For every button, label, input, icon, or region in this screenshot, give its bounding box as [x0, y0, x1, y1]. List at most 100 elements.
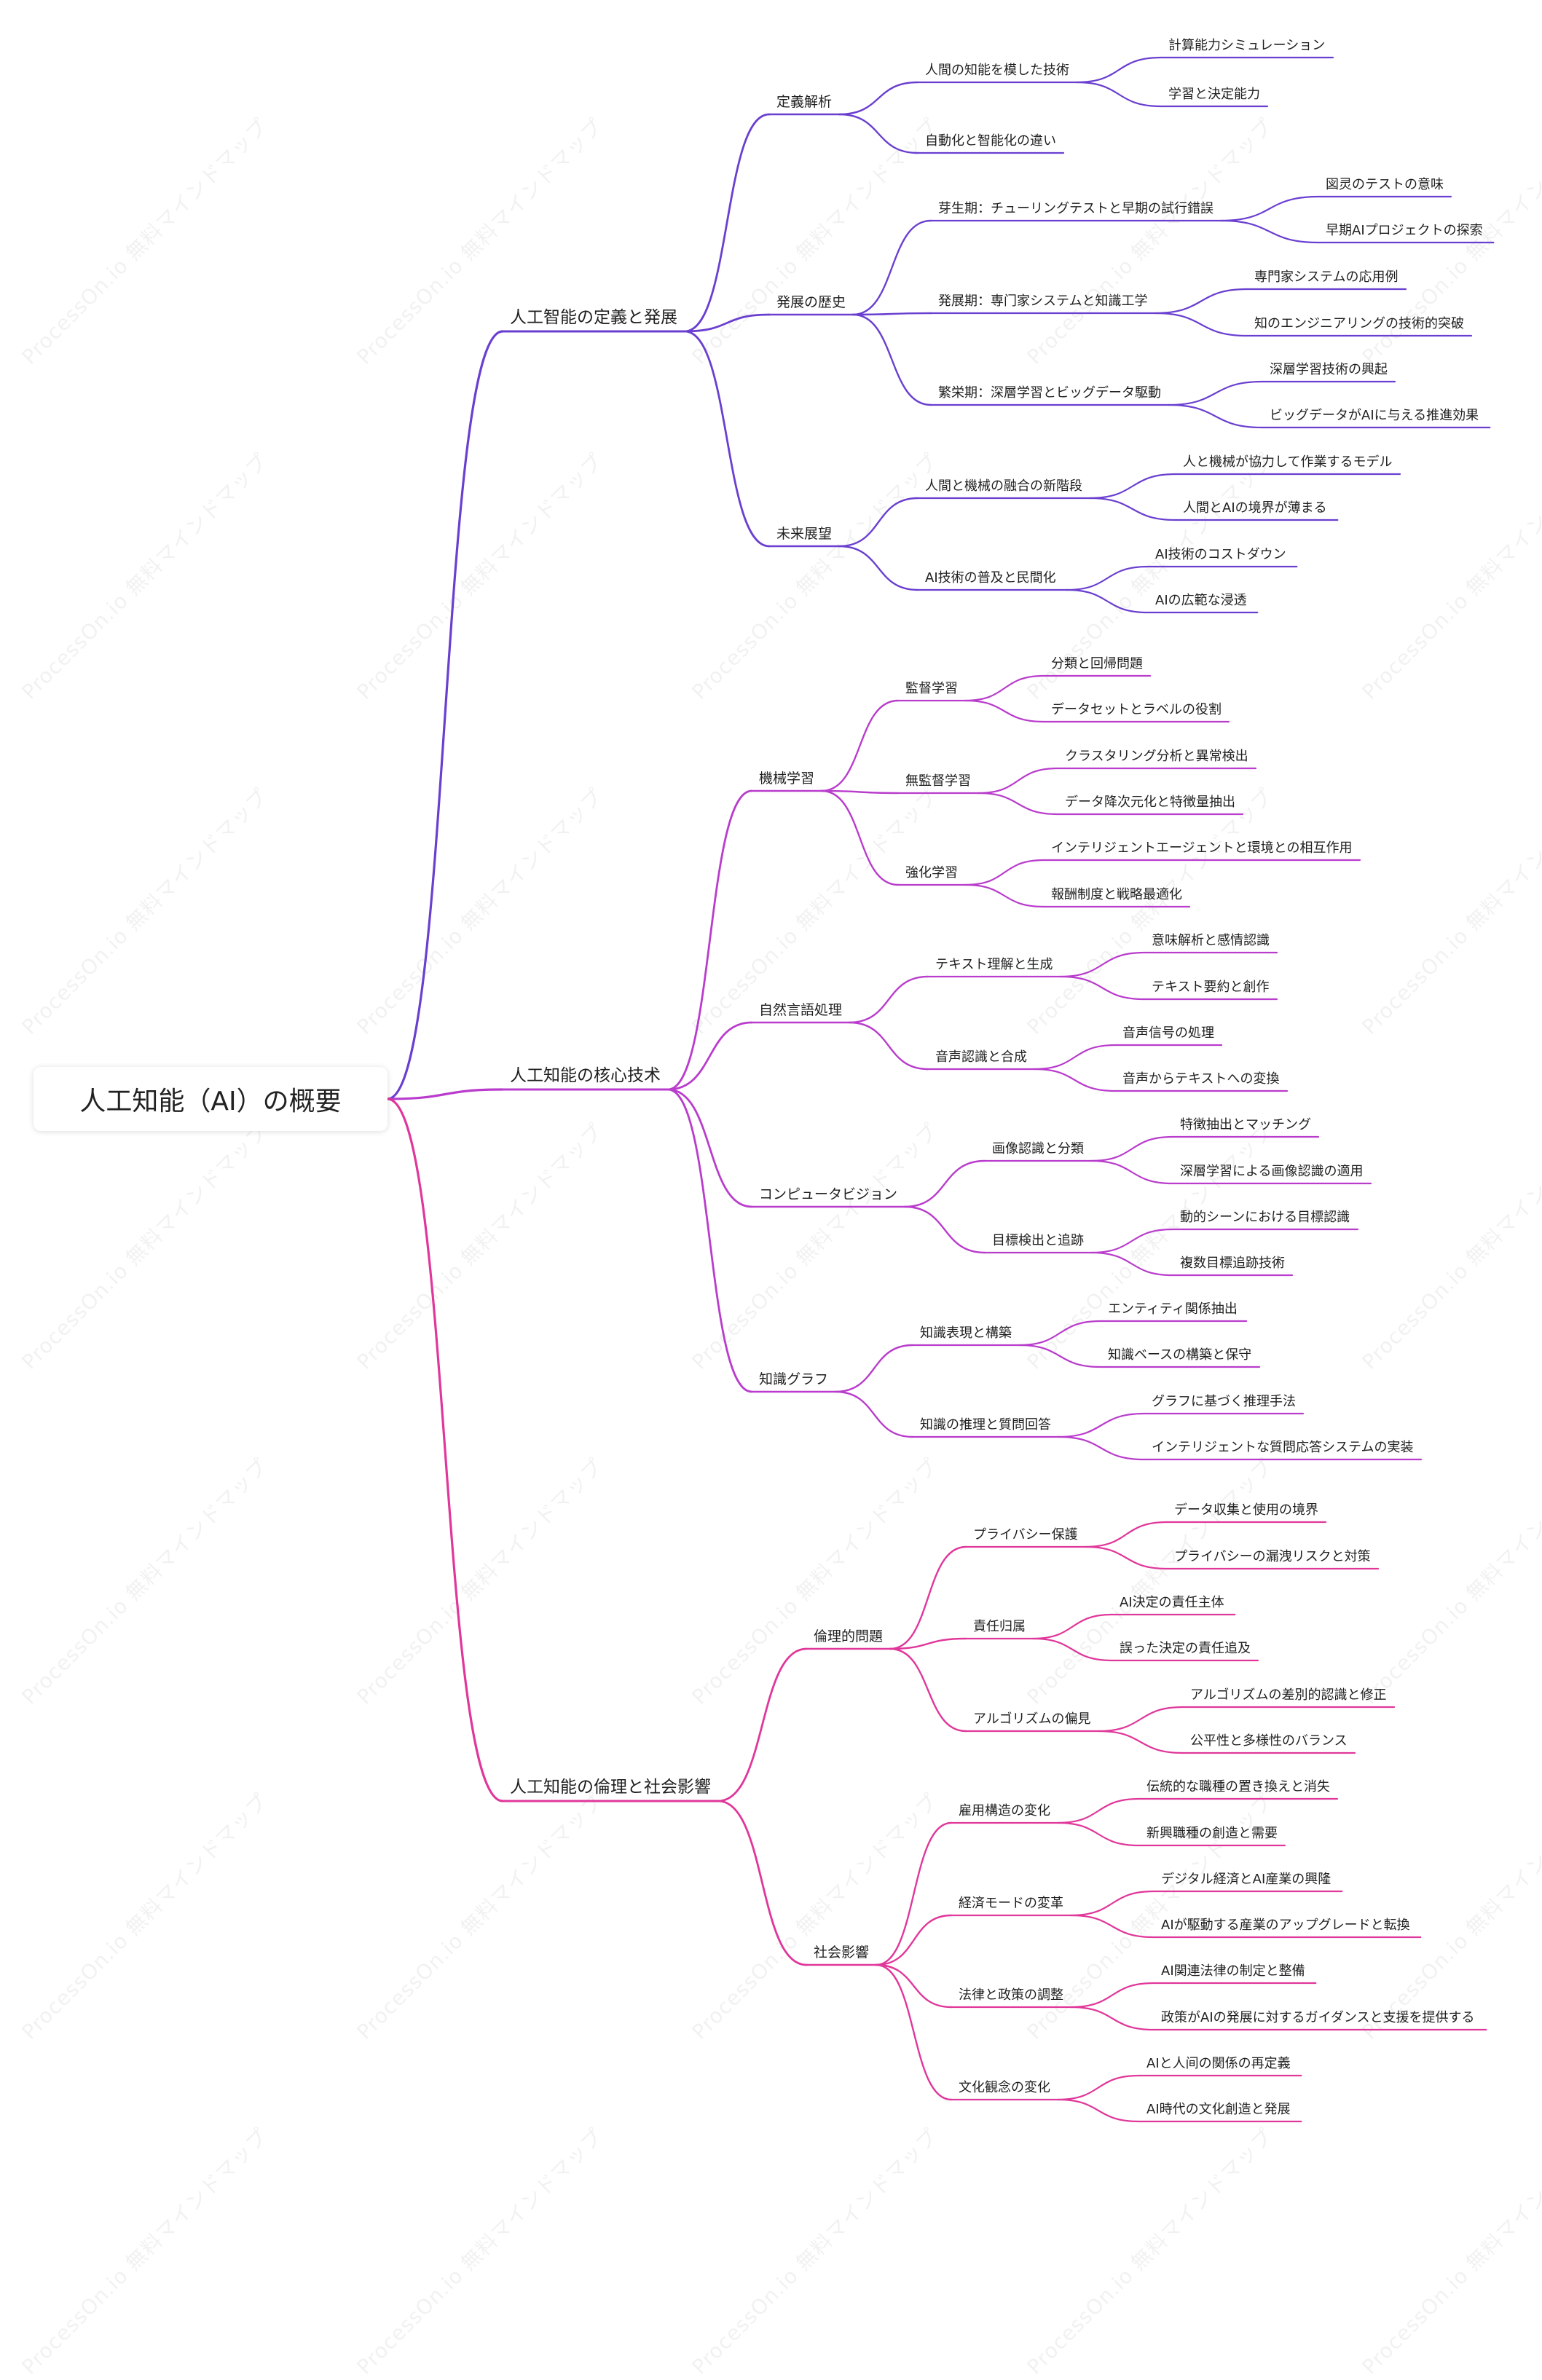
detail-node[interactable]: プライバシー保護: [973, 1527, 1078, 1542]
leaf-node[interactable]: クラスタリング分析と異常検出: [1065, 749, 1248, 764]
connector-root-topic: [386, 1088, 504, 1100]
leaf-node[interactable]: 伝統的な職種の置き換えと消失: [1146, 1779, 1330, 1794]
detail-node[interactable]: 監督学習: [905, 681, 958, 696]
leaf-node[interactable]: 特徴抽出とマッチング: [1180, 1117, 1311, 1132]
detail-node[interactable]: 経済モードの変革: [959, 1896, 1063, 1911]
connector-detail-leaf: [1066, 588, 1149, 614]
detail-node[interactable]: 発展期：専门家システムと知識工学: [938, 293, 1148, 309]
leaf-node[interactable]: 分類と回帰問題: [1051, 656, 1143, 671]
connector-detail-leaf: [1154, 312, 1248, 337]
connector-topic-subtopic: [717, 1647, 808, 1802]
leaf-node[interactable]: 複数目標追跡技術: [1180, 1256, 1285, 1271]
node-layer: 人工知能（AI）の概要 人工智能の定義と発展 定義解析 人間の知能を模した技術 計算能…: [34, 38, 1483, 2117]
detail-node[interactable]: 文化観念の変化: [959, 2080, 1050, 2095]
connector-subtopic-detail: [875, 1963, 953, 2009]
leaf-node[interactable]: AI関連法律の制定と整備: [1161, 1963, 1305, 1979]
leaf-node[interactable]: プライバシーの漏洩リスクと対策: [1174, 1549, 1371, 1564]
subtopic-node[interactable]: コンピュータビジョン: [759, 1186, 898, 1202]
detail-node[interactable]: 人間と機械の融合の新階段: [925, 478, 1082, 494]
leaf-node[interactable]: AI決定の責任主体: [1120, 1595, 1224, 1610]
leaf-node[interactable]: データ収集と使用の境界: [1174, 1502, 1318, 1518]
leaf-node[interactable]: エンティティ関係抽出: [1108, 1301, 1238, 1317]
leaf-node[interactable]: AIが駆動する産業のアップグレードと転換: [1161, 1918, 1410, 1933]
detail-node[interactable]: 芽生期：チューリングテストと早期の試行錯誤: [938, 201, 1213, 216]
leaf-node[interactable]: AI技術のコストダウン: [1155, 547, 1286, 562]
leaf-node[interactable]: デジタル経済とAI産業の興隆: [1161, 1872, 1331, 1887]
leaf-node[interactable]: 動的シーンにおける目標認識: [1180, 1210, 1350, 1225]
leaf-node[interactable]: インテリジェントエージェントと環境との相互作用: [1051, 840, 1353, 856]
leaf-node[interactable]: アルゴリズムの差別的認識と修正: [1190, 1687, 1387, 1703]
detail-node[interactable]: 法律と政策の調整: [959, 1987, 1063, 2003]
leaf-node[interactable]: テキスト要約と創作: [1152, 980, 1270, 995]
leaf-node[interactable]: 音声信号の処理: [1122, 1025, 1214, 1041]
subtopic-node[interactable]: 定義解析: [776, 94, 833, 110]
leaf-node[interactable]: データセットとラベルの役割: [1051, 702, 1222, 717]
subtopic-node[interactable]: 発展の歴史: [776, 294, 846, 310]
connector-detail-leaf: [1056, 1797, 1141, 1824]
leaf-node[interactable]: AIの広範な浸透: [1155, 593, 1247, 608]
leaf-node[interactable]: AI時代の文化創造と発展: [1146, 2102, 1291, 2117]
detail-node[interactable]: 目標検出と追跡: [992, 1233, 1084, 1248]
connector-detail-leaf: [1057, 1435, 1146, 1461]
detail-node[interactable]: 自動化と智能化の違い: [925, 133, 1056, 149]
leaf-node[interactable]: インテリジェントな質問応答システムの実装: [1152, 1440, 1414, 1455]
leaf-node[interactable]: ビッグデータがAIに与える推進効果: [1270, 408, 1479, 423]
connector-detail-leaf: [1031, 1613, 1114, 1640]
connector-topic-subtopic: [683, 113, 771, 333]
leaf-node[interactable]: 深層学習技術の興起: [1270, 362, 1388, 377]
leaf-node[interactable]: 新興職種の創造と需要: [1146, 1826, 1278, 1841]
leaf-node[interactable]: 計算能力シミュレーション: [1168, 38, 1326, 53]
subtopic-node[interactable]: 機械学習: [759, 771, 815, 787]
leaf-node[interactable]: 知識ベースの構築と保守: [1108, 1347, 1252, 1363]
detail-node[interactable]: テキスト理解と生成: [935, 957, 1053, 972]
connector-subtopic-detail: [875, 1963, 953, 2101]
connector-detail-leaf: [964, 859, 1045, 886]
connector-subtopic-detail: [851, 313, 932, 406]
subtopic-node[interactable]: 自然言語処理: [759, 1002, 843, 1018]
detail-node[interactable]: 強化学習: [905, 865, 958, 880]
connector-detail-leaf: [1033, 1068, 1117, 1092]
connector-detail-leaf: [1097, 1730, 1184, 1754]
leaf-node[interactable]: グラフに基づく推理手法: [1152, 1394, 1296, 1409]
detail-node[interactable]: 人間の知能を模した技術: [925, 63, 1069, 78]
topic-node[interactable]: 人工智能の定義と発展: [510, 308, 677, 327]
detail-node[interactable]: 画像認識と分類: [992, 1141, 1084, 1156]
leaf-node[interactable]: 専門家システムの応用例: [1254, 269, 1399, 285]
detail-node[interactable]: 責任归属: [973, 1619, 1026, 1634]
subtopic-node[interactable]: 未来展望: [776, 526, 833, 542]
leaf-node[interactable]: 意味解析と感情認識: [1152, 933, 1270, 948]
leaf-node[interactable]: 人と機械が協力して作業するモデル: [1183, 454, 1393, 470]
subtopic-node[interactable]: 知識グラフ: [759, 1371, 829, 1387]
subtopic-node[interactable]: 倫理的問題: [814, 1628, 884, 1644]
leaf-node[interactable]: 深層学習による画像認識の適用: [1180, 1164, 1364, 1179]
leaf-node[interactable]: 音声からテキストへの変換: [1122, 1071, 1280, 1087]
leaf-node[interactable]: 誤った決定の責任追及: [1120, 1641, 1251, 1656]
leaf-node[interactable]: 学習と決定能力: [1168, 87, 1260, 102]
leaf-node[interactable]: 報酬制度と戦略最適化: [1051, 887, 1182, 902]
detail-node[interactable]: 無監督学習: [905, 773, 971, 789]
detail-node[interactable]: 雇用構造の変化: [959, 1803, 1050, 1819]
connector-topic-subtopic: [666, 1021, 753, 1091]
leaf-node[interactable]: 早期AIプロジェクトの探索: [1326, 223, 1483, 238]
leaf-node[interactable]: データ降次元化と特徴量抽出: [1065, 795, 1235, 810]
detail-node[interactable]: 知識の推理と質問回答: [920, 1417, 1051, 1433]
connector-detail-leaf: [964, 699, 1045, 723]
detail-node[interactable]: 知識表現と構築: [920, 1325, 1012, 1341]
connector-detail-leaf: [1056, 2074, 1141, 2101]
topic-node[interactable]: 人工知能の核心技术: [510, 1066, 661, 1085]
topic-node[interactable]: 人工知能の倫理と社会影響: [510, 1778, 711, 1797]
subtopic-node[interactable]: 社会影響: [814, 1944, 870, 1961]
leaf-node[interactable]: AIと人间の関係の再定義: [1146, 2056, 1291, 2071]
root-node[interactable]: 人工知能（AI）の概要: [34, 1067, 388, 1131]
leaf-node[interactable]: 政策がAIの発展に対するガイダンスと支援を提供する: [1161, 2010, 1475, 2025]
leaf-node[interactable]: 図灵のテストの意味: [1326, 177, 1444, 192]
detail-node[interactable]: アルゴリズムの偏見: [973, 1711, 1091, 1727]
connector-detail-leaf: [1088, 473, 1177, 500]
detail-node[interactable]: 繁栄期：深層学習とビッグデータ駆動: [938, 385, 1161, 401]
detail-node[interactable]: AI技術の普及と民間化: [925, 570, 1056, 586]
detail-node[interactable]: 音声認識と合成: [935, 1049, 1027, 1065]
leaf-node[interactable]: 知のエンジニアリングの技術的突破: [1254, 316, 1464, 331]
connector-subtopic-detail: [838, 81, 919, 116]
leaf-node[interactable]: 人間とAIの境界が薄まる: [1183, 500, 1327, 516]
leaf-node[interactable]: 公平性と多様性のバランス: [1190, 1733, 1348, 1749]
